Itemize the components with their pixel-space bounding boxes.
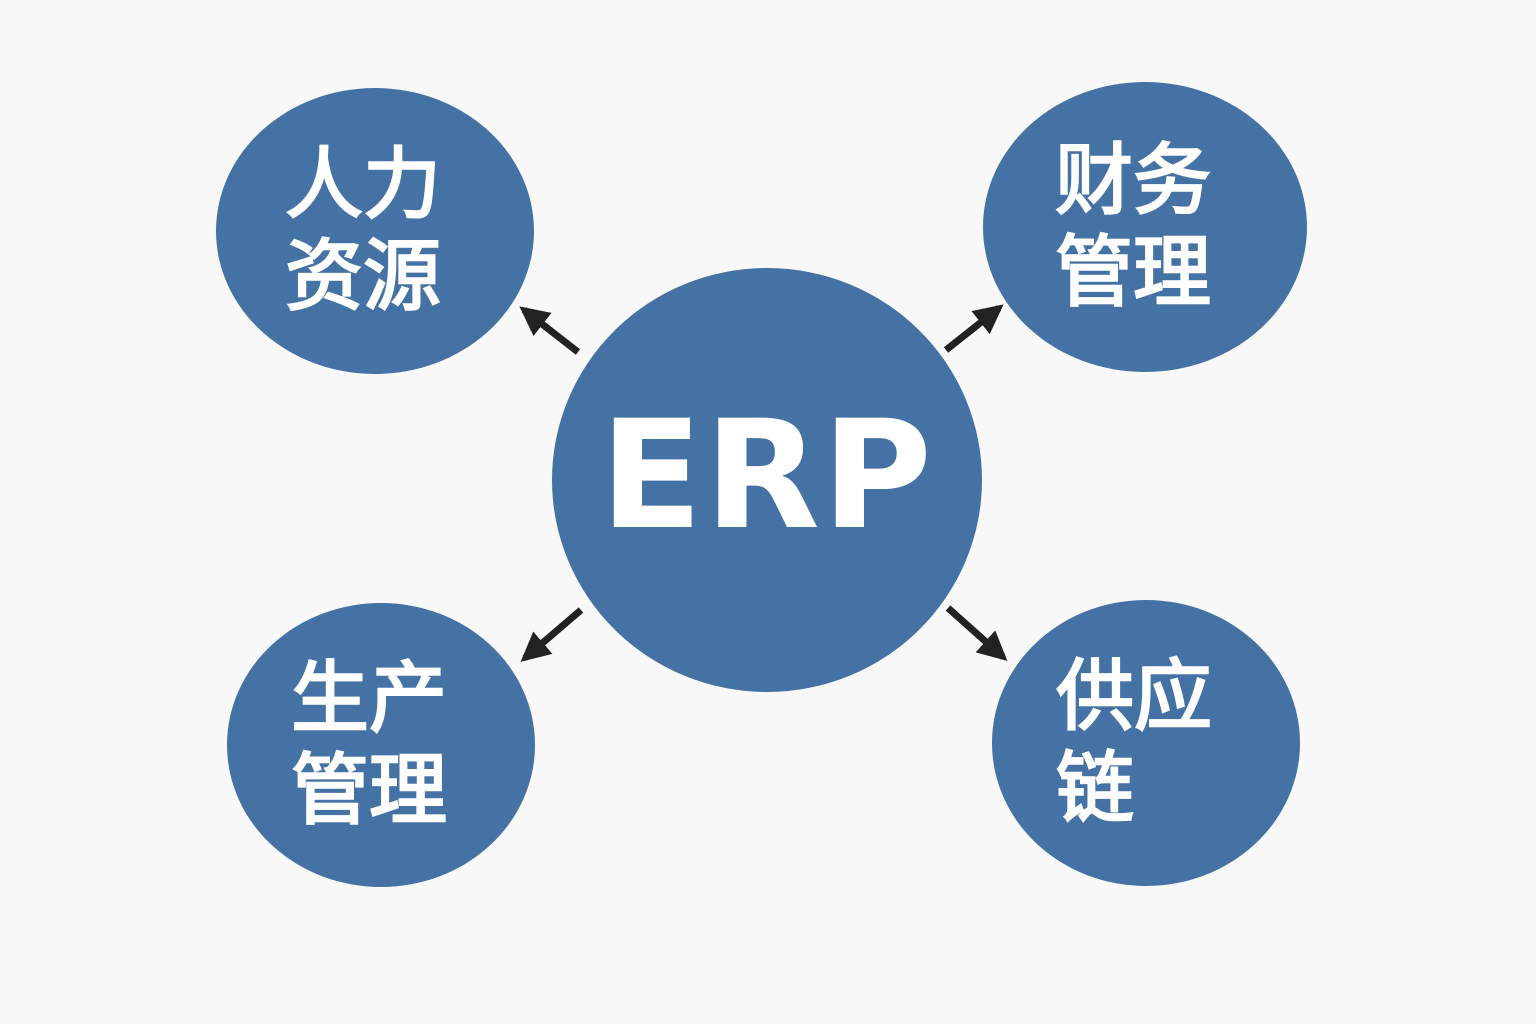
arrow-to-hr xyxy=(519,306,581,355)
arrow-to-finance xyxy=(943,304,1004,353)
hr-module-node: 人力资源 xyxy=(216,88,534,374)
supply-chain-module-label: 供应链 xyxy=(1056,652,1213,834)
production-module-label: 生产管理 xyxy=(291,654,448,836)
erp-label: ERP xyxy=(600,389,934,563)
supply-chain-module-node: 供应链 xyxy=(992,600,1300,886)
finance-module-node: 财务管理 xyxy=(983,82,1307,372)
finance-module-label: 财务管理 xyxy=(1055,136,1212,318)
arrow-to-production xyxy=(520,607,584,662)
hr-module-label: 人力资源 xyxy=(285,140,442,322)
production-module-node: 生产管理 xyxy=(227,603,535,887)
arrow-to-supply xyxy=(945,605,1008,661)
erp-center-node: ERP xyxy=(552,268,982,692)
